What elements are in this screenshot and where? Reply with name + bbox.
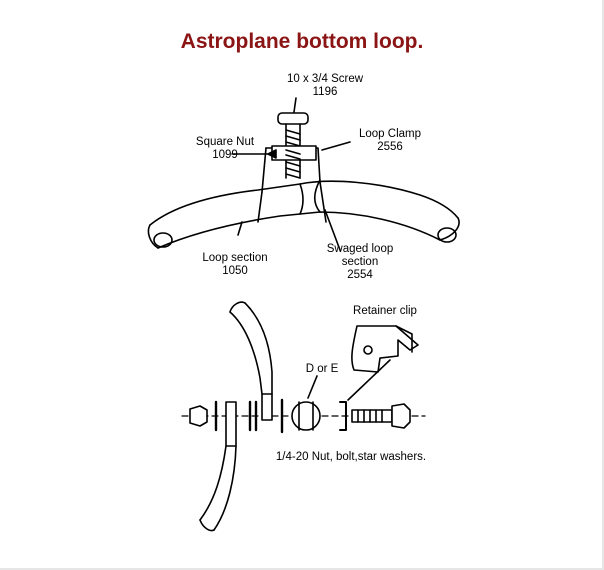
d-or-e-label: D or E xyxy=(305,363,339,375)
hex-nut-shape xyxy=(189,405,208,427)
star-washers xyxy=(214,398,284,434)
upper-tube-exploded xyxy=(229,301,273,421)
retainer-clip-shape xyxy=(351,325,419,373)
loop-clamp-shape xyxy=(257,147,327,223)
clip-side xyxy=(339,401,347,431)
upper-leader-lines xyxy=(231,97,351,251)
screw-shape xyxy=(277,112,309,179)
hardware-label: 1/4-20 Nut, bolt,star washers. xyxy=(275,451,427,463)
swaged-loop-label: Swaged loop section 2554 xyxy=(326,243,394,281)
bolt-shape xyxy=(351,403,411,429)
lower-leader-lines xyxy=(307,359,391,401)
screw-label: 10 x 3/4 Screw 1196 xyxy=(286,73,364,98)
square-nut-label: Square Nut 1099 xyxy=(195,136,255,161)
lower-tube-exploded xyxy=(199,401,237,532)
retainer-clip-label: Retainer clip xyxy=(353,305,417,317)
diagram-title: Astroplane bottom loop. xyxy=(180,30,424,53)
loop-tube-assembly xyxy=(147,179,460,249)
square-nut-shape xyxy=(271,145,317,161)
loop-section-label: Loop section 1050 xyxy=(202,252,268,277)
loop-clamp-label: Loop Clamp 2556 xyxy=(358,128,421,153)
d-or-e-spacer xyxy=(291,401,321,431)
